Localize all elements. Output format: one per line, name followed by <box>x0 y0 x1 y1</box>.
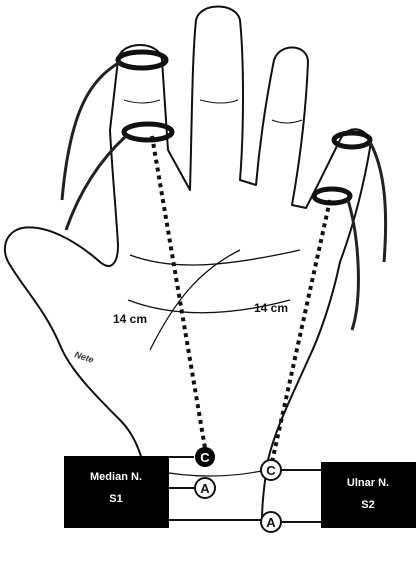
ulnar-cathode-electrode: C <box>261 460 281 480</box>
median-box-bg <box>64 456 169 528</box>
ulnar-box-bg <box>321 462 416 528</box>
ulnar-box-line1: Ulnar N. <box>347 477 389 489</box>
ulnar-anode-electrode: A <box>261 512 281 532</box>
cable <box>370 142 386 262</box>
ulnar-distance-label: 14 cm <box>254 301 288 315</box>
median-box-line1: Median N. <box>90 471 142 483</box>
median-anode-electrode: A <box>195 478 215 498</box>
electrode-letter: C <box>266 463 276 478</box>
ulnar-box-line2: S2 <box>361 499 374 511</box>
electrode-letter: A <box>266 515 276 530</box>
ulnar-connectors <box>282 470 321 522</box>
median-nerve-box: Median N. S1 <box>64 456 169 528</box>
electrode-letter: C <box>200 450 210 465</box>
electrode-letter: A <box>200 481 210 496</box>
ulnar-nerve-box: Ulnar N. S2 <box>321 462 416 528</box>
median-distance-label: 14 cm <box>113 312 147 326</box>
median-cathode-electrode: C <box>195 447 215 467</box>
median-box-line2: S1 <box>109 493 122 505</box>
